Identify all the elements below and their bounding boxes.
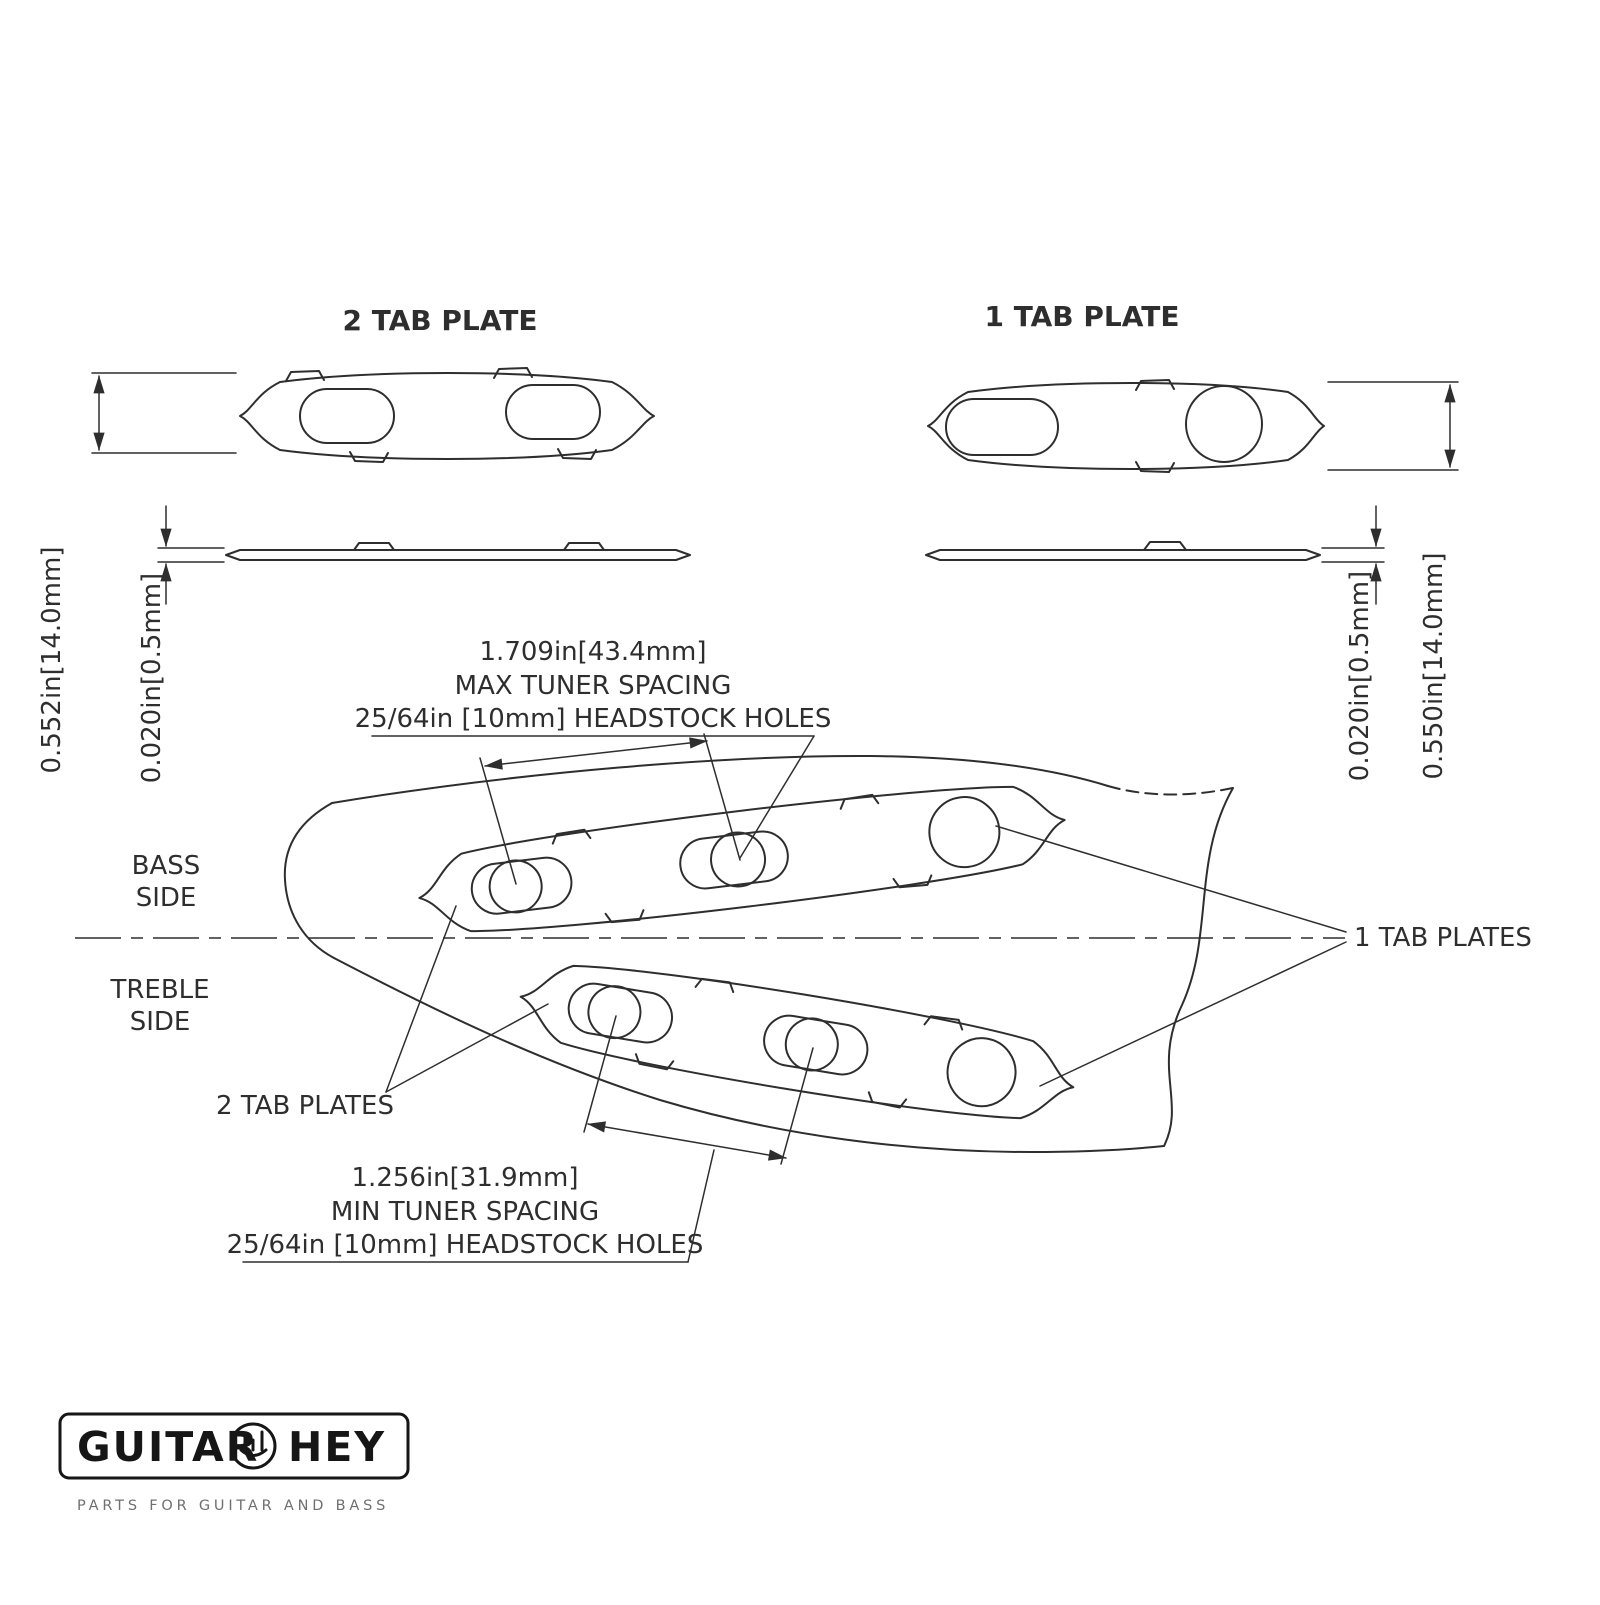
tuner-hole	[1185, 385, 1263, 463]
mounting-tab	[892, 874, 933, 889]
dimension-left-plate-thickness: 0.020in[0.5mm]	[137, 505, 225, 783]
dimension-right-plate-width: 0.550in[14.0mm]	[1327, 381, 1459, 780]
mounting-tab	[353, 542, 395, 551]
tuner-post-hole	[928, 796, 1001, 869]
one-tab-plate-title: 1 TAB PLATE	[984, 300, 1179, 333]
two-tab-plates-callout: 2 TAB PLATES	[216, 905, 549, 1121]
headstock-hidden-edge	[1107, 785, 1234, 796]
mounting-tab	[551, 828, 592, 845]
mounting-tab	[1143, 541, 1187, 551]
logo-tagline: PARTS FOR GUITAR AND BASS	[77, 1498, 389, 1514]
bass-side-label-line1: BASS	[132, 851, 201, 881]
mounting-tab	[867, 1091, 908, 1109]
one-tab-plates-callout: 1 TAB PLATES	[995, 825, 1532, 1087]
side-labels: BASS SIDE TREBLE SIDE	[109, 851, 209, 1037]
plate-outline	[927, 382, 1325, 470]
max-spacing-holes-label: 25/64in [10mm] HEADSTOCK HOLES	[355, 704, 832, 734]
treble-side-label-line1: TREBLE	[109, 975, 209, 1005]
treble-side-label-line2: SIDE	[130, 1007, 191, 1037]
tuner-slot	[763, 1014, 869, 1076]
mounting-tab	[563, 542, 605, 551]
tuner-post-hole	[710, 831, 767, 888]
mounting-tab	[839, 793, 880, 810]
guitar-hey-logo: GUITAR HEY PARTS FOR GUITAR AND BASS	[58, 1412, 410, 1514]
plate-width-dimension-label: 0.552in[14.0mm]	[37, 547, 67, 774]
tuner-slot	[505, 384, 601, 440]
min-spacing-holes-label: 25/64in [10mm] HEADSTOCK HOLES	[227, 1230, 704, 1260]
dimension-right-plate-thickness: 0.020in[0.5mm]	[1321, 505, 1385, 781]
extension-line	[583, 1015, 617, 1133]
plate-outline	[418, 785, 1066, 933]
leader-line	[687, 1149, 715, 1263]
dimension-left-plate-width: 0.552in[14.0mm]	[37, 372, 237, 774]
mounting-tab	[557, 448, 597, 460]
logo-brand-left: GUITAR	[77, 1423, 259, 1471]
tuner-slot	[299, 388, 395, 444]
logo-border	[58, 1412, 410, 1480]
headstock-bottom-edge	[333, 957, 1165, 1153]
tuner-post-hole	[488, 859, 543, 914]
dimension-line	[484, 737, 708, 770]
leader-line	[1039, 941, 1347, 1087]
plate-width-dimension-label: 0.550in[14.0mm]	[1419, 553, 1449, 780]
mounting-tab	[634, 1053, 675, 1071]
plate-side-profile	[225, 549, 691, 561]
extension-line	[703, 733, 741, 861]
icon-circle	[229, 1422, 277, 1470]
mounting-tab	[694, 977, 735, 994]
mounting-tab	[604, 909, 645, 924]
leader-line	[739, 735, 815, 859]
max-spacing-label: MAX TUNER SPACING	[455, 671, 732, 701]
leader-line	[995, 825, 1347, 933]
max-spacing-value: 1.709in[43.4mm]	[480, 637, 707, 667]
one-tab-plate-side-view	[925, 541, 1321, 561]
leader-line	[385, 905, 457, 1093]
rock-hand-icon	[229, 1422, 277, 1470]
mounting-tab	[923, 1015, 964, 1031]
two-tab-plate-title: 2 TAB PLATE	[342, 304, 537, 337]
two-tab-plate-top-view	[239, 367, 655, 463]
extension-line	[479, 757, 517, 885]
plate-thickness-dimension-label: 0.020in[0.5mm]	[137, 573, 167, 783]
mounting-tab	[493, 367, 533, 379]
two-tab-plate-side-view	[225, 542, 691, 561]
headstock-left-end	[283, 802, 335, 959]
headstock-top-edge	[331, 754, 1109, 804]
plate-side-profile	[925, 549, 1321, 561]
headstock-break-line	[1163, 787, 1234, 1147]
mounting-tab	[349, 451, 389, 463]
logo-brand-right: HEY	[288, 1423, 386, 1471]
plate-thickness-dimension-label: 0.020in[0.5mm]	[1345, 571, 1375, 781]
tuner-slot	[945, 398, 1059, 456]
bass-side-plate	[418, 785, 1066, 933]
one-tab-plates-label: 1 TAB PLATES	[1354, 923, 1532, 953]
mounting-tab	[1135, 461, 1175, 473]
min-spacing-label: MIN TUNER SPACING	[331, 1197, 599, 1227]
mounting-tab	[285, 370, 325, 382]
dimension-line	[587, 1121, 787, 1161]
tuner-slot	[679, 830, 789, 890]
tuner-post-hole	[946, 1037, 1017, 1108]
max-tuner-spacing-annotation: 1.709in[43.4mm] MAX TUNER SPACING 25/64i…	[355, 637, 832, 885]
tuner-slot	[470, 856, 573, 915]
leader-line	[385, 1003, 549, 1093]
min-tuner-spacing-annotation: 1.256in[31.9mm] MIN TUNER SPACING 25/64i…	[227, 1015, 814, 1263]
icon-fist	[239, 1448, 268, 1457]
mounting-tab	[1135, 379, 1175, 391]
one-tab-plate-top-view	[927, 379, 1325, 473]
min-spacing-value: 1.256in[31.9mm]	[352, 1163, 579, 1193]
plate-outline	[519, 964, 1075, 1120]
plate-outline	[239, 372, 655, 460]
two-tab-plates-label: 2 TAB PLATES	[216, 1091, 394, 1121]
tuner-slot	[567, 982, 673, 1044]
bass-side-label-line2: SIDE	[136, 883, 197, 913]
